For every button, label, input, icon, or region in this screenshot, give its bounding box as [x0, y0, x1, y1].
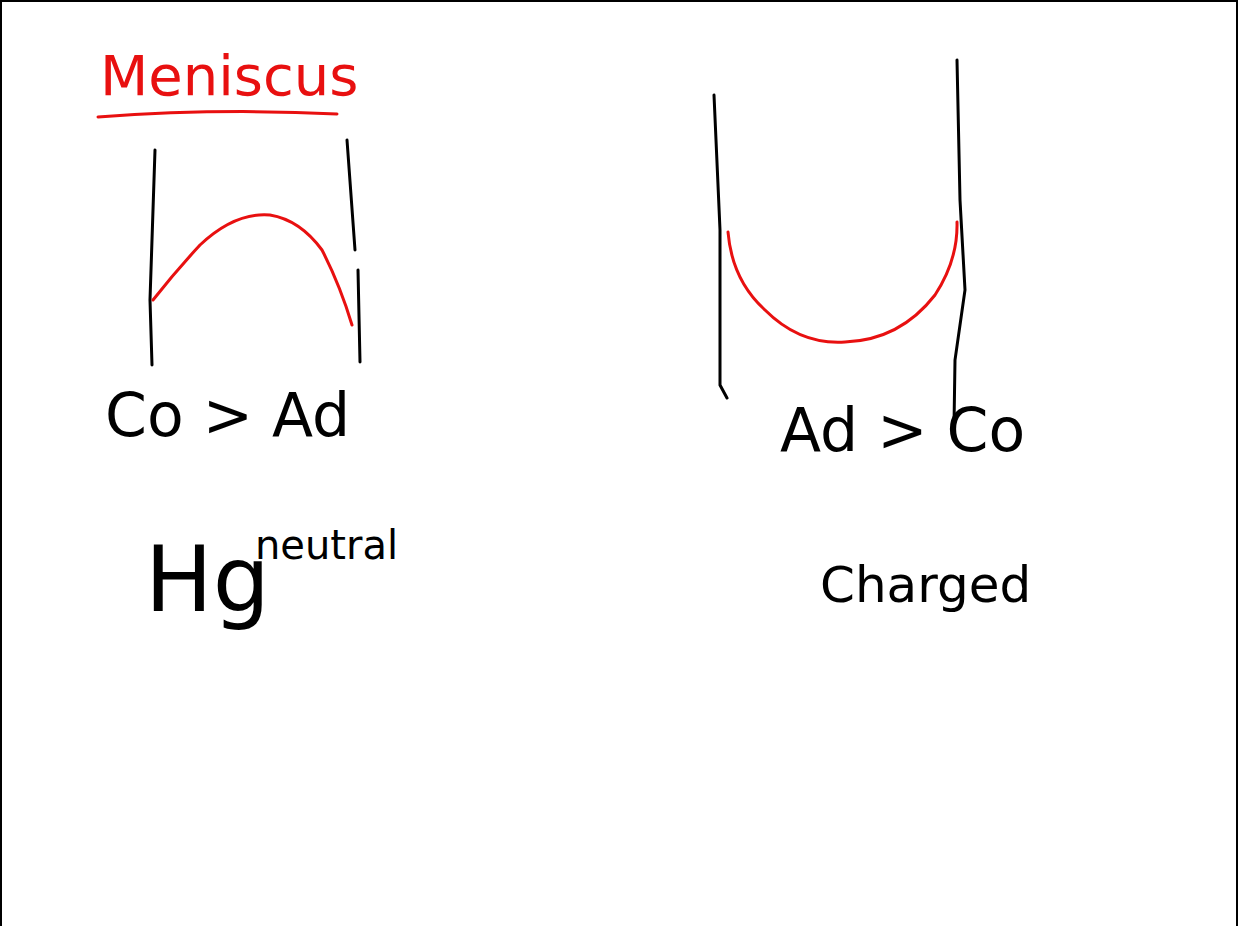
concave-meniscus	[728, 222, 957, 342]
title: Meniscus	[100, 48, 358, 104]
tube-wall	[347, 140, 360, 362]
tube-wall	[150, 150, 155, 365]
title-underline	[98, 112, 337, 117]
note-label: neutral	[255, 525, 398, 565]
substance-label: Hg	[145, 535, 270, 625]
relation-label: Co > Ad	[105, 385, 350, 445]
convex-meniscus	[153, 215, 352, 325]
note-label: Charged	[820, 560, 1031, 610]
relation-label: Ad > Co	[780, 400, 1025, 460]
tube-wall	[714, 95, 727, 398]
